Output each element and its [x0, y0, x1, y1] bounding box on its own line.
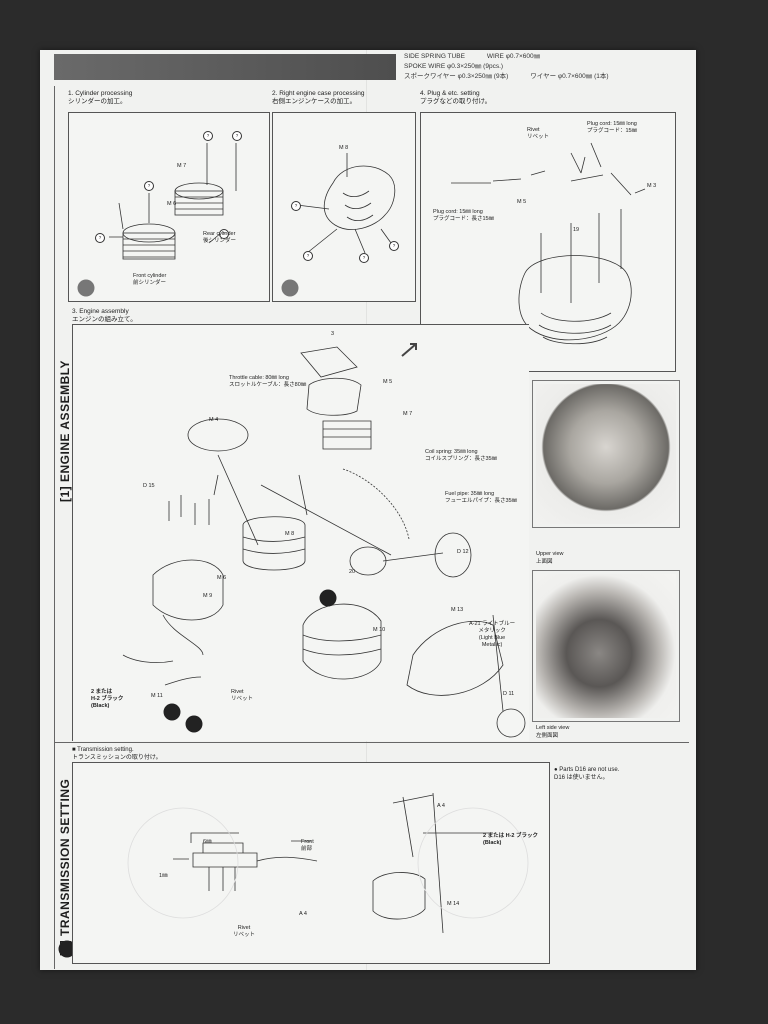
label-m6: M 6: [167, 201, 177, 207]
transmission-step-caption: ■ Transmission setting.トランスミッションの取り付け。: [72, 747, 162, 761]
label-black-b: 2 または H-2 ブラック(Black): [483, 833, 539, 846]
header-text: WIRE φ0.7×600㎜: [486, 53, 541, 60]
plug-setting-drawing: [451, 142, 646, 345]
engine-assembly-title: [1] ENGINE ASSEMBLY: [58, 360, 72, 502]
label-m4: M 4: [209, 417, 219, 423]
label-m5-b: M 5: [383, 379, 393, 385]
header-text: ワイヤー φ0.7×600㎜ (1本): [530, 73, 609, 80]
label-d15: D 15: [143, 483, 155, 489]
label-a4-b: A 4: [437, 803, 445, 809]
engine-case-drawing: [296, 153, 396, 254]
label-m5: M 5: [517, 199, 527, 205]
label-m3: M 3: [647, 183, 657, 189]
label-dim-1mm: 1㎜: [159, 873, 168, 879]
engine-assembly-section: [54, 86, 689, 742]
engine-assembly-drawing: [122, 346, 526, 738]
label-m13: M 13: [451, 607, 464, 613]
transmission-title: [2] TRANSMISSION SETTING: [58, 778, 72, 956]
header-text: SIDE SPRING TUBE: [404, 53, 465, 60]
header-bar: [54, 54, 396, 80]
transmission-drawing: [127, 792, 529, 934]
photo-left-side-view: [532, 570, 680, 722]
label-m7-b: M 7: [403, 411, 413, 417]
label-m8: M 8: [339, 145, 349, 151]
label-20: 20: [349, 569, 356, 575]
paint-marker-icon: [60, 942, 74, 956]
label-m10: M 10: [373, 627, 386, 633]
label-m14: M 14: [447, 901, 460, 907]
label-a4: A 4: [299, 911, 307, 917]
photo-upper-view: [532, 380, 680, 528]
header-text: SPOKE WIRE φ0.3×250㎜ (9pcs.): [404, 63, 504, 70]
label-m8-b: M 8: [285, 531, 295, 537]
paint-marker-icon: [321, 591, 335, 605]
step2-panel: M 8 ? ? ? ?: [272, 112, 416, 302]
label-d11: D 11: [503, 691, 515, 697]
header-text: スポークワイヤー φ0.3×250㎜ (9本): [404, 73, 509, 80]
label-m9: M 9: [203, 593, 213, 599]
transmission-section: [54, 742, 689, 969]
header-parts-list: SIDE SPRING TUBE WIRE φ0.7×600㎜ SPOKE WIR…: [404, 52, 609, 82]
instruction-sheet: SIDE SPRING TUBE WIRE φ0.7×600㎜ SPOKE WIR…: [40, 50, 696, 970]
label-m11: M 11: [151, 693, 163, 699]
label-3: 3: [331, 331, 335, 337]
label-19: 19: [573, 227, 580, 233]
note-parts-unused: ● Parts D16 are not use.D16 は使いません。: [554, 767, 620, 781]
label-m7: M 7: [177, 163, 187, 169]
paint-marker-icon: [79, 281, 93, 295]
label-m6-b: M 6: [217, 575, 227, 581]
arrow-icon: [401, 343, 417, 357]
cylinder-drawing: [109, 143, 237, 260]
paint-marker-icon: [187, 717, 201, 731]
label-dim-6mm: 6㎜: [203, 839, 212, 845]
paint-marker-icon: [283, 281, 297, 295]
paint-marker-icon: [165, 705, 179, 719]
label-d12: D 12: [457, 549, 469, 555]
